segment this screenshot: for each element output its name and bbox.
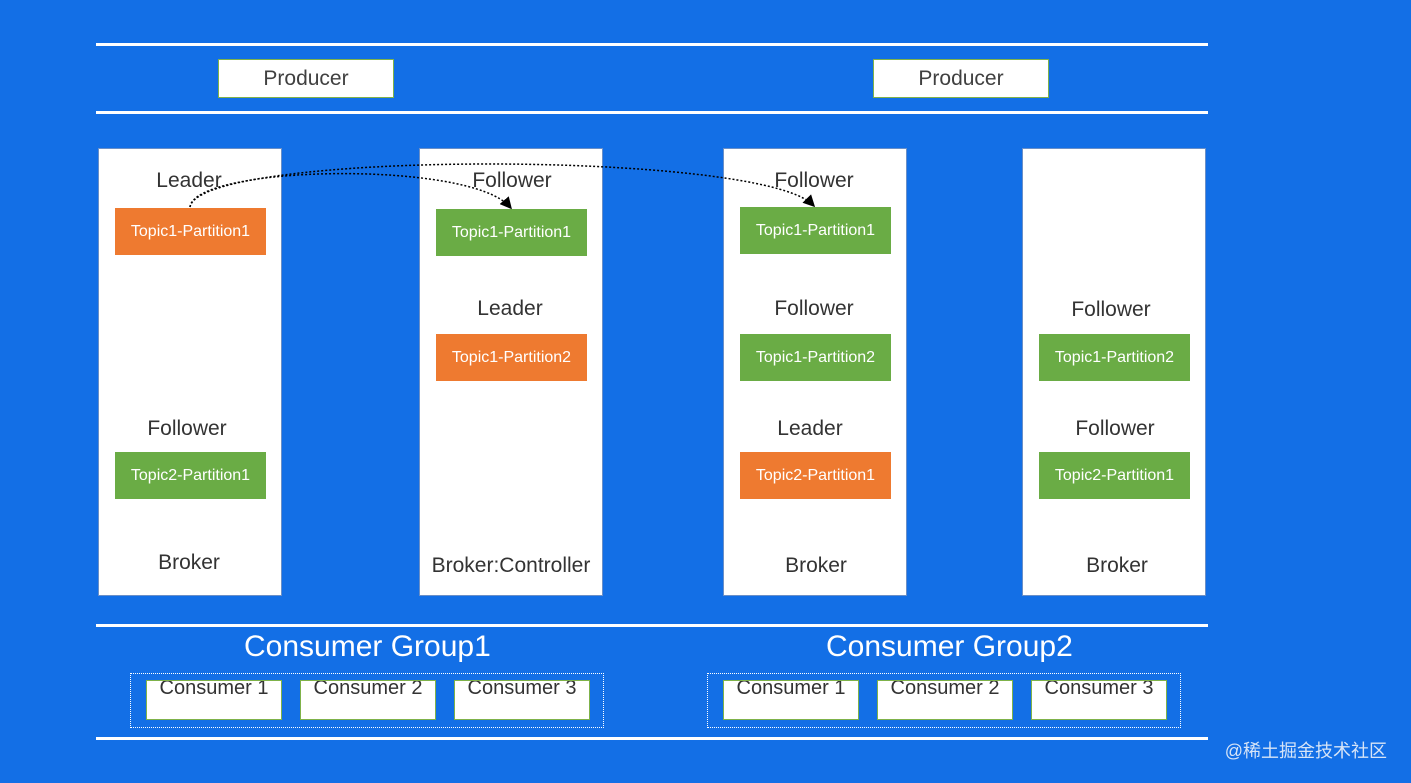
partition-topic1-partition2-follower: Topic1-Partition2 (1039, 334, 1190, 381)
broker-4: Follower Topic1-Partition2 Follower Topi… (1022, 148, 1206, 596)
producer-2: Producer (873, 59, 1049, 98)
partition-topic1-partition1-follower: Topic1-Partition1 (436, 209, 587, 256)
consumer-group-1-box (130, 673, 604, 728)
broker-1: Leader Topic1-Partition1 Follower Topic2… (98, 148, 282, 596)
consumer-label: Consumer 3 (467, 680, 577, 699)
partition-topic2-partition1-follower: Topic2-Partition1 (1039, 452, 1190, 499)
bottom-rule (96, 737, 1208, 740)
broker-3: Follower Topic1-Partition1 Follower Topi… (723, 148, 907, 596)
consumer-group-2-consumer-3: Consumer 3 (1031, 680, 1167, 720)
consumer-group-2-consumer-1: Consumer 1 (723, 680, 859, 720)
role-label: Leader (156, 169, 222, 192)
replication-arrow-to-broker-2 (189, 172, 512, 210)
producer-bottom-rule (96, 111, 1208, 114)
partition-topic2-partition1-follower: Topic2-Partition1 (115, 452, 266, 499)
top-rule (96, 43, 1208, 46)
partition-topic1-partition1-leader: Topic1-Partition1 (115, 208, 266, 255)
consumer-group-1-consumer-1: Consumer 1 (146, 680, 282, 720)
role-label: Follower (472, 169, 552, 192)
partition-topic1-partition2-leader: Topic1-Partition2 (436, 334, 587, 381)
consumer-group-2-title: Consumer Group2 (826, 630, 1073, 663)
consumer-group-1-consumer-2: Consumer 2 (300, 680, 436, 720)
broker-label: Broker (785, 554, 847, 577)
role-label: Follower (774, 169, 854, 192)
broker-2-controller: Follower Topic1-Partition1 Leader Topic1… (419, 148, 603, 596)
consumer-group-1-title: Consumer Group1 (244, 630, 491, 663)
consumer-group-1-consumer-3: Consumer 3 (454, 680, 590, 720)
consumer-label: Consumer 1 (736, 680, 846, 699)
consumer-top-rule (96, 624, 1208, 627)
role-label: Follower (147, 417, 227, 440)
consumer-group-2-consumer-2: Consumer 2 (877, 680, 1013, 720)
consumer-label: Consumer 3 (1044, 680, 1154, 699)
role-label: Follower (774, 297, 854, 320)
producer-1: Producer (218, 59, 394, 98)
site-watermark: @稀土掘金技术社区 (1224, 741, 1387, 761)
role-label: Leader (477, 297, 543, 320)
role-label: Follower (1071, 298, 1151, 321)
broker-label: Broker (1086, 554, 1148, 577)
role-label: Leader (777, 417, 843, 440)
broker-label: Broker (158, 551, 220, 574)
partition-topic1-partition2-follower: Topic1-Partition2 (740, 334, 891, 381)
replication-arrow-to-broker-3 (189, 163, 816, 208)
partition-topic2-partition1-leader: Topic2-Partition1 (740, 452, 891, 499)
consumer-label: Consumer 2 (313, 680, 423, 699)
consumer-group-2-box (707, 673, 1181, 728)
broker-label: Broker:Controller (431, 554, 591, 577)
partition-topic1-partition1-follower: Topic1-Partition1 (740, 207, 891, 254)
role-label: Follower (1075, 417, 1155, 440)
consumer-label: Consumer 1 (159, 680, 269, 699)
consumer-label: Consumer 2 (890, 680, 1000, 699)
